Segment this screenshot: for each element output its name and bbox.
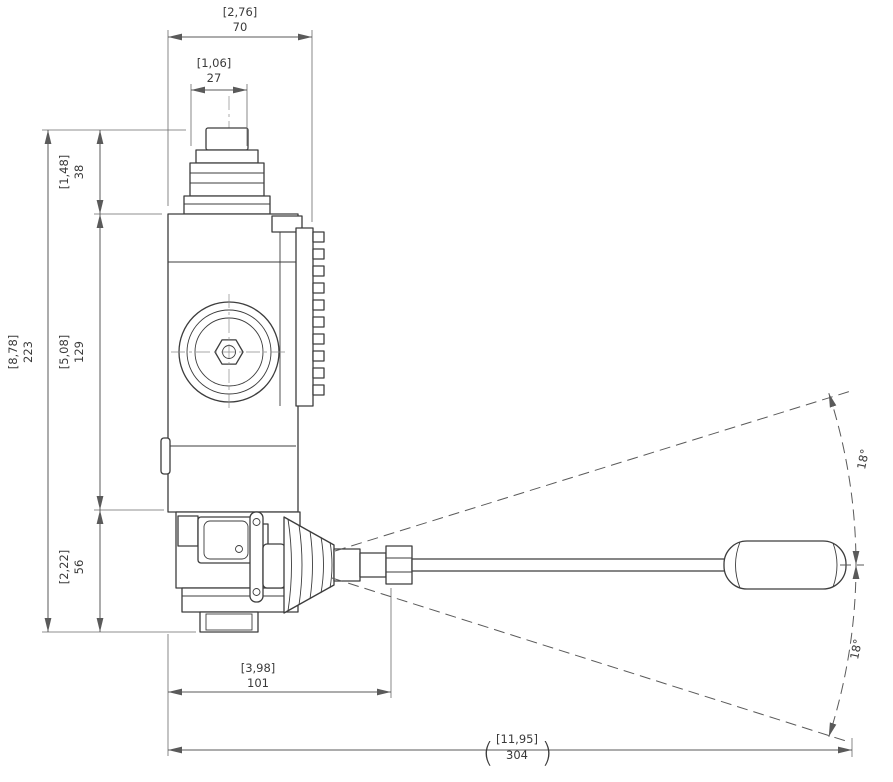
handle-grip — [723, 540, 847, 590]
dim-spool-offset-in: [1,06] — [197, 56, 232, 70]
port-boss — [171, 294, 287, 410]
swing-arc-upper — [828, 393, 860, 566]
dim-overall-length-paren-open: ( — [483, 736, 494, 769]
foot-block — [199, 611, 259, 633]
dim-lower-height-in: [2,22] — [57, 550, 71, 585]
detent-port — [235, 545, 243, 553]
left-extension-lines — [42, 129, 196, 633]
dim-body-height-in: [5,08] — [57, 335, 71, 370]
swing-line-down — [331, 577, 847, 742]
dim-overall-length-in: [11,95] — [496, 732, 538, 746]
clevis-pin-top — [252, 518, 261, 526]
dim-cap-height-in: [1,48] — [57, 155, 71, 190]
cap-knob — [205, 127, 249, 151]
lever-linkage — [249, 511, 335, 614]
base-plate — [181, 587, 299, 613]
shaft-mid — [359, 552, 387, 578]
cap-flange — [183, 195, 271, 215]
lower-left-boss — [177, 515, 199, 547]
pivot-block — [262, 543, 286, 589]
dim-overall-length: ( [11,95] 304 ) — [168, 732, 853, 769]
clevis-pin-bottom — [252, 588, 261, 596]
cap-body — [189, 162, 265, 197]
dim-overall-height: [8,78] 223 — [6, 130, 52, 632]
dim-top-width-mm: 70 — [233, 20, 248, 34]
dim-cap-height-mm: 38 — [72, 165, 86, 180]
dim-body-height-mm: 129 — [72, 341, 86, 363]
lever — [333, 540, 847, 590]
shaft-hub — [333, 548, 361, 582]
hex-nut — [385, 545, 413, 585]
dim-spool-offset-mm: 27 — [207, 71, 222, 85]
dim-top-width-in: [2,76] — [223, 5, 258, 19]
dim-spool-offset: [1,06] 27 — [190, 56, 248, 146]
dim-lever-offset-in: [3,98] — [241, 661, 276, 675]
cap-step — [195, 149, 259, 164]
swing-arc-lower — [828, 564, 860, 737]
dim-lower-height: [2,22] 56 — [57, 510, 104, 632]
rib-teeth — [312, 231, 325, 396]
side-connector — [295, 227, 314, 407]
dim-overall-height-in: [8,78] — [6, 335, 20, 370]
dim-overall-height-mm: 223 — [21, 341, 35, 363]
angle-label-upper: 18° — [854, 448, 872, 471]
angle-label-lower: 18° — [847, 638, 865, 661]
dim-lever-offset: [3,98] 101 — [167, 588, 392, 756]
dim-overall-length-paren-close: ) — [542, 736, 553, 769]
lever-swing-indicator: 18° 18° — [331, 390, 872, 742]
swing-line-up — [334, 390, 852, 552]
lever-rod — [411, 558, 727, 572]
top-cap-assembly — [183, 127, 271, 215]
left-tab — [160, 437, 171, 475]
dim-lower-height-mm: 56 — [72, 560, 86, 575]
detent-block — [197, 516, 255, 564]
dim-top-width: [2,76] 70 — [167, 5, 313, 222]
dim-body-height: [5,08] 129 — [57, 214, 104, 510]
dim-cap-height: [1,48] 38 — [57, 130, 104, 214]
dim-lever-offset-mm: 101 — [247, 676, 269, 690]
dim-overall-length-mm: 304 — [506, 748, 528, 762]
body-top-step — [271, 215, 303, 233]
